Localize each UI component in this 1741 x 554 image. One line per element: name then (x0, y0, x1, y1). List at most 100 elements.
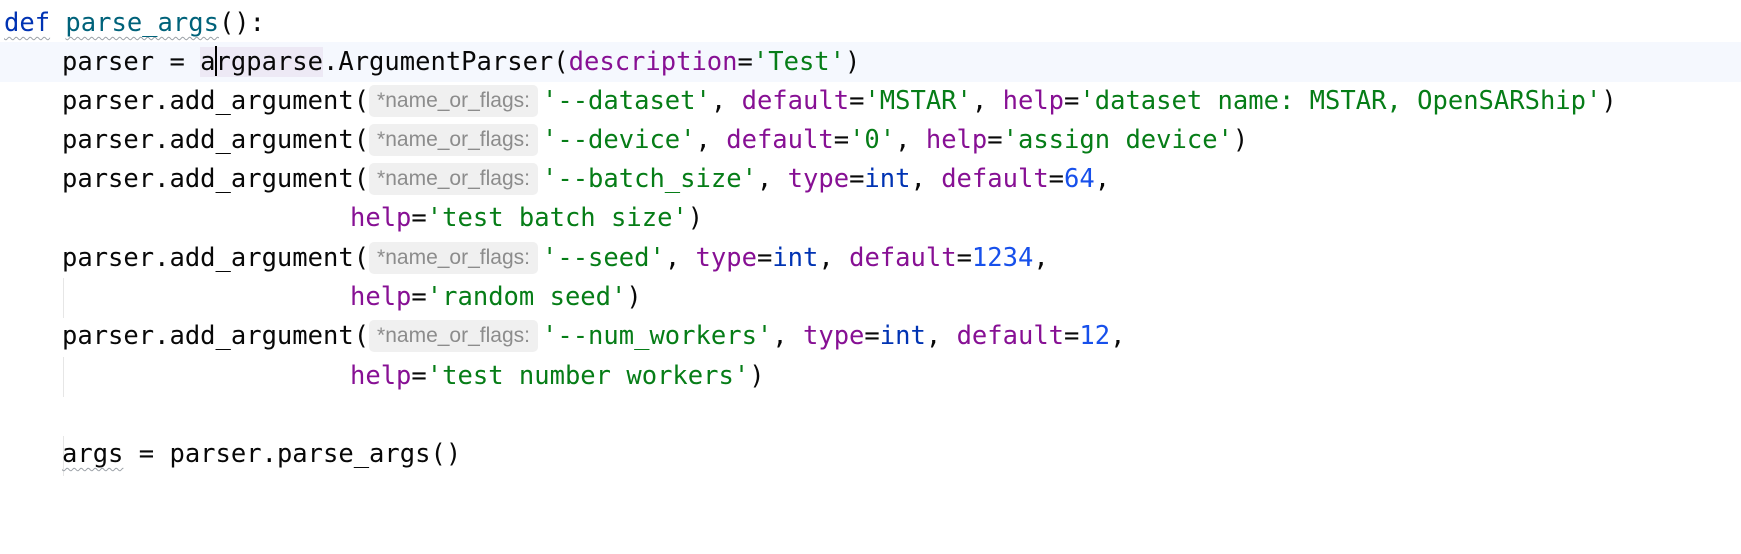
close-paren: ) (845, 47, 861, 77)
code-line-11-empty[interactable] (0, 395, 1741, 435)
code-line-7[interactable]: parser.add_argument(*name_or_flags:'--se… (0, 238, 1741, 278)
close-paren: ) (1232, 125, 1249, 155)
kwarg-description: description (568, 47, 738, 77)
help-string: 'dataset name: MSTAR, OpenSARShip' (1079, 86, 1602, 116)
kwarg-type: type (787, 164, 850, 194)
type-value: int (879, 321, 926, 351)
code-line-text: parser.add_argument(*name_or_flags:'--nu… (62, 316, 1125, 356)
equals: = (411, 282, 427, 312)
kwarg-type: type (803, 321, 865, 351)
equals: = (1064, 86, 1080, 116)
code-line-text: parser.add_argument(*name_or_flags:'--de… (62, 120, 1248, 160)
code-line-12[interactable]: args = parser.parse_args() (0, 434, 1741, 474)
code-line-text: help='test number workers') (350, 356, 765, 396)
kwarg-help: help (1002, 86, 1065, 116)
def-keyword: def (4, 8, 51, 38)
parameter-hint: *name_or_flags: (369, 320, 538, 352)
highlighted-identifier: argparse (200, 46, 323, 77)
type-value: int (772, 243, 819, 273)
parameter-hint: *name_or_flags: (369, 85, 538, 117)
add-argument-call: parser.add_argument( (62, 243, 370, 273)
equals: = (849, 164, 865, 194)
parameter-hint: *name_or_flags: (369, 124, 538, 156)
code-line-5[interactable]: parser.add_argument(*name_or_flags:'--ba… (0, 159, 1741, 199)
default-number: 12 (1079, 321, 1111, 351)
equals: = (864, 321, 880, 351)
trailing-comma: , (1033, 243, 1049, 273)
kwarg-default: default (741, 86, 850, 116)
kwarg-default: default (956, 321, 1065, 351)
kwarg-help: help (925, 125, 988, 155)
separator: , (925, 321, 957, 351)
default-value: 'MSTAR' (864, 86, 972, 116)
flag-string: '--dataset' (541, 86, 711, 116)
trailing-comma: , (1110, 321, 1126, 351)
code-line-6[interactable]: help='test batch size') (0, 198, 1741, 318)
close-paren: ) (687, 203, 704, 233)
code-line-4[interactable]: parser.add_argument(*name_or_flags:'--de… (0, 120, 1741, 160)
flag-string: '--batch_size' (541, 164, 757, 194)
code-line-8[interactable]: help='random seed') (0, 277, 1741, 397)
module-text-start: a (200, 47, 216, 77)
help-string: 'test number workers' (426, 361, 750, 391)
indent-guide (63, 278, 64, 318)
separator: , (772, 321, 803, 351)
equals: = (1064, 321, 1080, 351)
equals: = (756, 243, 773, 273)
separator: , (818, 243, 850, 273)
separator: , (695, 125, 727, 155)
equals: = (737, 47, 753, 77)
kwarg-type: type (695, 243, 757, 273)
code-line-text: parser.add_argument(*name_or_flags:'--da… (62, 81, 1617, 121)
code-line-text: help='test batch size') (350, 198, 703, 238)
kwarg-help: help (350, 282, 412, 312)
close-paren: ) (626, 282, 642, 312)
add-argument-call: parser.add_argument( (62, 164, 370, 194)
equals: = (956, 243, 972, 273)
separator: , (664, 243, 696, 273)
parse-args-call: = parser.parse_args() (123, 439, 462, 469)
signature-rest: (): (218, 8, 266, 38)
equals: = (411, 361, 427, 391)
code-line-text: def parse_args(): (4, 3, 265, 43)
separator: , (971, 86, 1003, 116)
flag-string: '--seed' (541, 243, 665, 273)
code-line-text: help='random seed') (350, 277, 642, 317)
code-line-3[interactable]: parser.add_argument(*name_or_flags:'--da… (0, 81, 1741, 121)
help-string: 'test batch size' (426, 203, 688, 233)
equals: = (1048, 164, 1065, 194)
add-argument-call: parser.add_argument( (62, 321, 370, 351)
default-number: 1234 (971, 243, 1034, 273)
equals: = (411, 203, 427, 233)
separator: , (756, 164, 788, 194)
code-line-text: parser.add_argument(*name_or_flags:'--se… (62, 238, 1049, 278)
separator: , (710, 86, 742, 116)
kwarg-help: help (350, 361, 412, 391)
module-text-end: rgparse (215, 47, 323, 77)
code-line-1[interactable]: def parse_args(): (0, 3, 1741, 43)
separator: , (895, 125, 926, 155)
flag-string: '--device' (541, 125, 696, 155)
kwarg-help: help (350, 203, 412, 233)
type-value: int (864, 164, 911, 194)
kwarg-default: default (726, 125, 834, 155)
equals: = (987, 125, 1003, 155)
code-line-text: parser.add_argument(*name_or_flags:'--ba… (62, 159, 1110, 199)
help-string: 'assign device' (1002, 125, 1233, 155)
trailing-comma: , (1094, 164, 1111, 194)
equals: = (849, 86, 865, 116)
kwarg-default: default (941, 164, 1049, 194)
code-line-9[interactable]: parser.add_argument(*name_or_flags:'--nu… (0, 316, 1741, 356)
code-line-10[interactable]: help='test number workers') (0, 356, 1741, 476)
default-value: '0' (849, 125, 896, 155)
parameter-hint: *name_or_flags: (369, 163, 538, 195)
code-line-text: parser = argparse.ArgumentParser(descrip… (62, 42, 860, 82)
indent-guide (63, 436, 64, 476)
code-line-2-current[interactable]: parser = argparse.ArgumentParser(descrip… (0, 42, 1741, 82)
add-argument-call: parser.add_argument( (62, 125, 370, 155)
add-argument-call: parser.add_argument( (62, 86, 370, 116)
code-editor[interactable]: def parse_args(): parser = argparse.Argu… (0, 0, 1741, 536)
equals: = (833, 125, 850, 155)
indent-guide (63, 357, 64, 397)
default-number: 64 (1064, 164, 1095, 194)
